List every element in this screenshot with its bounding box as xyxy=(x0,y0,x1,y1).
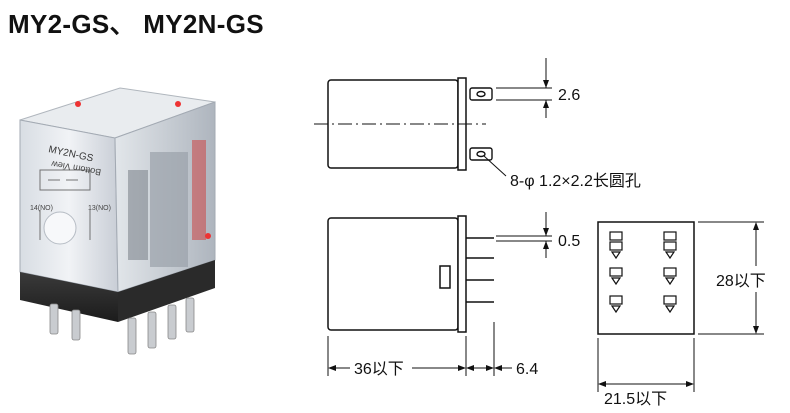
side-view-notch xyxy=(439,265,451,289)
dim-body-height: 28以下 xyxy=(716,273,766,290)
side-view-body xyxy=(327,217,459,331)
dim-pin-width: 2.6 xyxy=(558,87,580,104)
dim-hole-note: 8-φ 1.2×2.2长圆孔 xyxy=(510,172,641,190)
page-title: MY2-GS、 MY2N-GS xyxy=(8,9,264,39)
photo-face-label-left: 14(NO) xyxy=(30,205,53,212)
dim-pin-length: 6.4 xyxy=(516,361,538,378)
photo-face-label-right: 13(NO) xyxy=(88,205,111,212)
dim-body-width: 21.5以下 xyxy=(604,391,667,408)
terminal-group-left xyxy=(609,231,623,314)
dim-body-length: 36以下 xyxy=(354,361,404,378)
terminal-group-right xyxy=(663,231,677,314)
side-view-base xyxy=(457,215,467,333)
dim-pin-thickness: 0.5 xyxy=(558,233,580,250)
relay-photo: MY2N-GS Bottom View 14(NO) 13(NO) xyxy=(19,87,216,355)
